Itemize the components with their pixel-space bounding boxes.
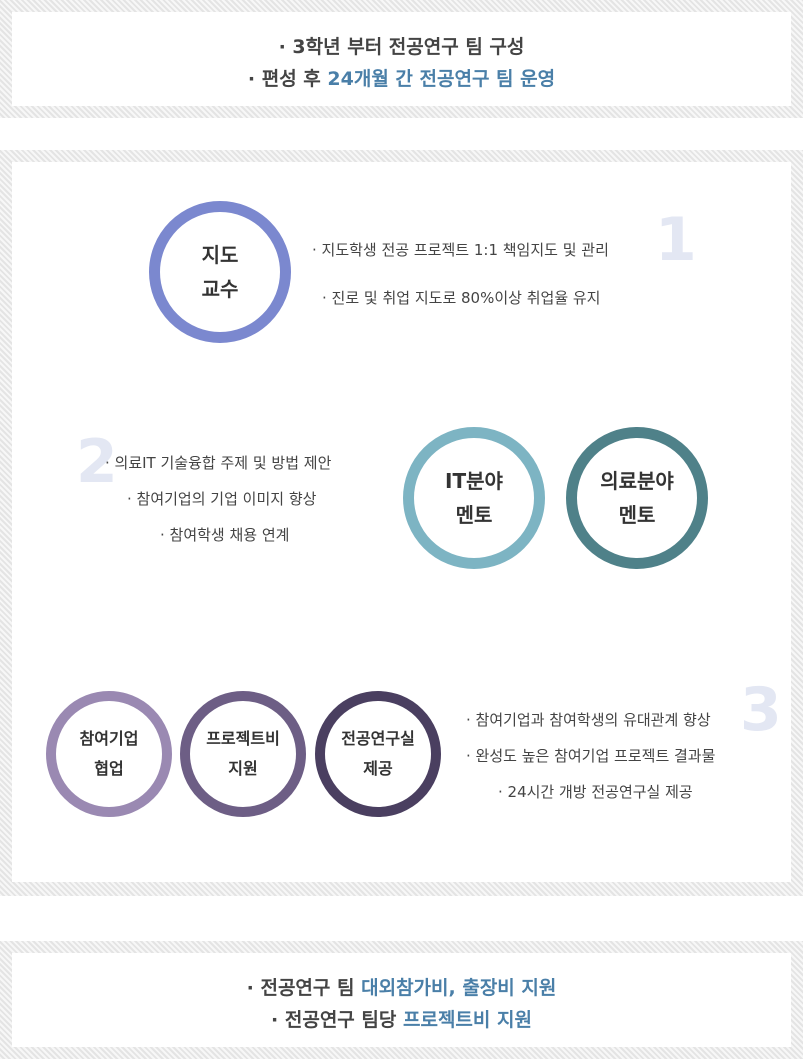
section-3-number: 3 — [740, 675, 782, 745]
top-info-line-2: · 편성 후 24개월 간 전공연구 팀 운영 — [0, 64, 803, 91]
top-info-box: · 3학년 부터 전공연구 팀 구성 · 편성 후 24개월 간 전공연구 팀 … — [0, 0, 803, 118]
section-2-bullet-2: · 참여기업의 기업 이미지 향상 — [127, 490, 317, 508]
company-collab-circle: 참여기업 협업 — [46, 691, 172, 817]
bottom-info-box: · 전공연구 팀 대외참가비, 출장비 지원 · 전공연구 팀당 프로젝트비 지… — [0, 941, 803, 1059]
bottom-info-line-1: · 전공연구 팀 대외참가비, 출장비 지원 — [0, 973, 803, 1000]
professor-circle-label: 지도 교수 — [201, 243, 239, 301]
company-collab-circle-label: 참여기업 협업 — [79, 729, 139, 778]
bottom-info-line-1-prefix: · 전공연구 팀 — [246, 977, 362, 999]
bottom-info-box-inner: · 전공연구 팀 대외참가비, 출장비 지원 · 전공연구 팀당 프로젝트비 지… — [12, 953, 791, 1047]
project-fund-circle-label: 프로젝트비 지원 — [206, 729, 280, 778]
section-3-bullet-2: · 완성도 높은 참여기업 프로젝트 결과물 — [466, 747, 716, 765]
bottom-info-line-2: · 전공연구 팀당 프로젝트비 지원 — [0, 1005, 803, 1032]
professor-circle: 지도 교수 — [149, 201, 291, 343]
top-info-box-inner: · 3학년 부터 전공연구 팀 구성 · 편성 후 24개월 간 전공연구 팀 … — [12, 12, 791, 106]
top-info-line-1: · 3학년 부터 전공연구 팀 구성 — [0, 32, 803, 59]
section-1-bullet-1: · 지도학생 전공 프로젝트 1:1 책임지도 및 관리 — [312, 241, 609, 259]
bottom-info-line-2-prefix: · 전공연구 팀당 — [271, 1009, 403, 1031]
section-3-bullet-1: · 참여기업과 참여학생의 유대관계 향상 — [466, 711, 711, 729]
top-info-line-2-prefix: · 편성 후 — [247, 68, 328, 90]
project-fund-circle: 프로젝트비 지원 — [180, 691, 306, 817]
research-lab-circle: 전공연구실 제공 — [315, 691, 441, 817]
bottom-info-line-1-highlight: 대외참가비, 출장비 지원 — [361, 977, 557, 999]
research-lab-circle-label: 전공연구실 제공 — [341, 729, 415, 778]
top-info-line-1-text: · 3학년 부터 전공연구 팀 구성 — [278, 36, 525, 58]
medical-mentor-circle-label: 의료분야 멘토 — [600, 469, 674, 527]
it-mentor-circle: IT분야 멘토 — [403, 427, 545, 569]
section-2-bullet-1: · 의료IT 기술융합 주제 및 방법 제안 — [105, 454, 332, 472]
it-mentor-circle-label: IT분야 멘토 — [445, 469, 503, 527]
section-3-bullet-3: · 24시간 개방 전공연구실 제공 — [498, 783, 693, 801]
medical-mentor-circle: 의료분야 멘토 — [566, 427, 708, 569]
bottom-info-line-2-highlight: 프로젝트비 지원 — [402, 1009, 532, 1031]
section-2-bullet-3: · 참여학생 채용 연계 — [160, 526, 290, 544]
section-1-number: 1 — [655, 205, 697, 275]
section-1-bullet-2: · 진로 및 취업 지도로 80%이상 취업율 유지 — [322, 289, 601, 307]
section-2-number: 2 — [76, 427, 118, 497]
top-info-line-2-highlight: 24개월 간 전공연구 팀 운영 — [327, 68, 556, 90]
